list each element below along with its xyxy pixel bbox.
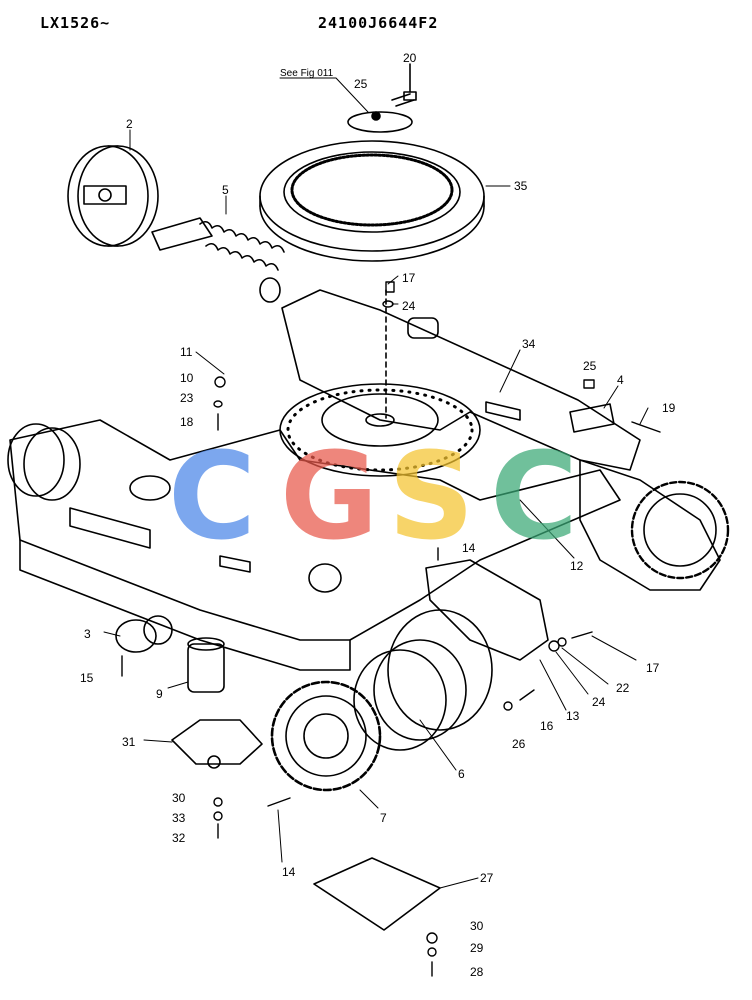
callout-17-right: 17 bbox=[646, 661, 660, 675]
callout-27: 27 bbox=[480, 871, 494, 885]
callout-2: 2 bbox=[126, 117, 133, 131]
lower-roller bbox=[115, 615, 173, 653]
swing-cover bbox=[347, 93, 415, 133]
travel-motor bbox=[353, 609, 493, 751]
callout-12: 12 bbox=[570, 559, 584, 573]
callout-34: 34 bbox=[522, 337, 536, 351]
watermark-letter-1: C bbox=[168, 428, 256, 567]
callout-17-top: 17 bbox=[402, 271, 416, 285]
callout-25-top: 25 bbox=[354, 77, 368, 91]
watermark-letter-2: G bbox=[280, 428, 379, 567]
callout-31: 31 bbox=[122, 735, 136, 749]
callout-7: 7 bbox=[380, 811, 387, 825]
swing-bearing-ring bbox=[259, 140, 485, 262]
callout-5: 5 bbox=[222, 183, 229, 197]
track-frame bbox=[7, 289, 641, 671]
callout-10: 10 bbox=[180, 371, 194, 385]
right-side-frame bbox=[579, 459, 730, 591]
carrier-roller bbox=[187, 637, 225, 693]
callout-14-mid: 14 bbox=[462, 541, 476, 555]
callout-25-right: 25 bbox=[583, 359, 597, 373]
callout-23: 23 bbox=[180, 391, 194, 405]
callout-13: 13 bbox=[566, 709, 580, 723]
callout-3: 3 bbox=[84, 627, 91, 641]
callout-6: 6 bbox=[458, 767, 465, 781]
callout-16: 16 bbox=[540, 719, 554, 733]
callout-19: 19 bbox=[662, 401, 676, 415]
callout-22: 22 bbox=[616, 681, 630, 695]
roller-guard bbox=[171, 719, 263, 769]
frame-cylinders bbox=[129, 317, 615, 593]
recoil-spring bbox=[151, 217, 285, 303]
callout-29: 29 bbox=[470, 941, 484, 955]
centre-bearing-seat bbox=[279, 383, 481, 477]
watermark: C G S C bbox=[168, 428, 578, 567]
callout-4: 4 bbox=[617, 373, 624, 387]
watermark-letter-4: C bbox=[490, 428, 578, 567]
see-fig-reference: See Fig 011 bbox=[280, 68, 334, 79]
bottom-cover bbox=[313, 857, 441, 931]
callout-labels: 20 25 2 5 35 17 24 34 11 10 23 18 25 4 1… bbox=[80, 51, 676, 979]
bolt-20-head bbox=[403, 91, 417, 101]
part-code: 24100J6644F2 bbox=[318, 14, 439, 32]
ref-leader bbox=[279, 77, 369, 113]
callout-11: 11 bbox=[180, 345, 193, 359]
callout-9: 9 bbox=[156, 687, 163, 701]
callout-33: 33 bbox=[172, 811, 186, 825]
callout-20: 20 bbox=[403, 51, 417, 65]
callout-14-bottom: 14 bbox=[282, 865, 296, 879]
leader-lines bbox=[103, 129, 649, 889]
callout-24-right: 24 bbox=[592, 695, 606, 709]
drive-sprocket bbox=[270, 680, 382, 792]
callout-30-left: 30 bbox=[172, 791, 186, 805]
callout-26: 26 bbox=[512, 737, 526, 751]
callout-32: 32 bbox=[172, 831, 186, 845]
fasteners bbox=[121, 281, 661, 977]
callout-18: 18 bbox=[180, 415, 194, 429]
callout-35: 35 bbox=[514, 179, 528, 193]
callout-28: 28 bbox=[470, 965, 484, 979]
watermark-letter-3: S bbox=[388, 428, 474, 567]
callout-15: 15 bbox=[80, 671, 94, 685]
travel-motor-cover bbox=[425, 559, 549, 661]
front-idler bbox=[67, 145, 159, 247]
model-range: LX1526~ bbox=[40, 14, 111, 32]
callout-24-top: 24 bbox=[402, 299, 416, 313]
callout-30-bottom: 30 bbox=[470, 919, 484, 933]
